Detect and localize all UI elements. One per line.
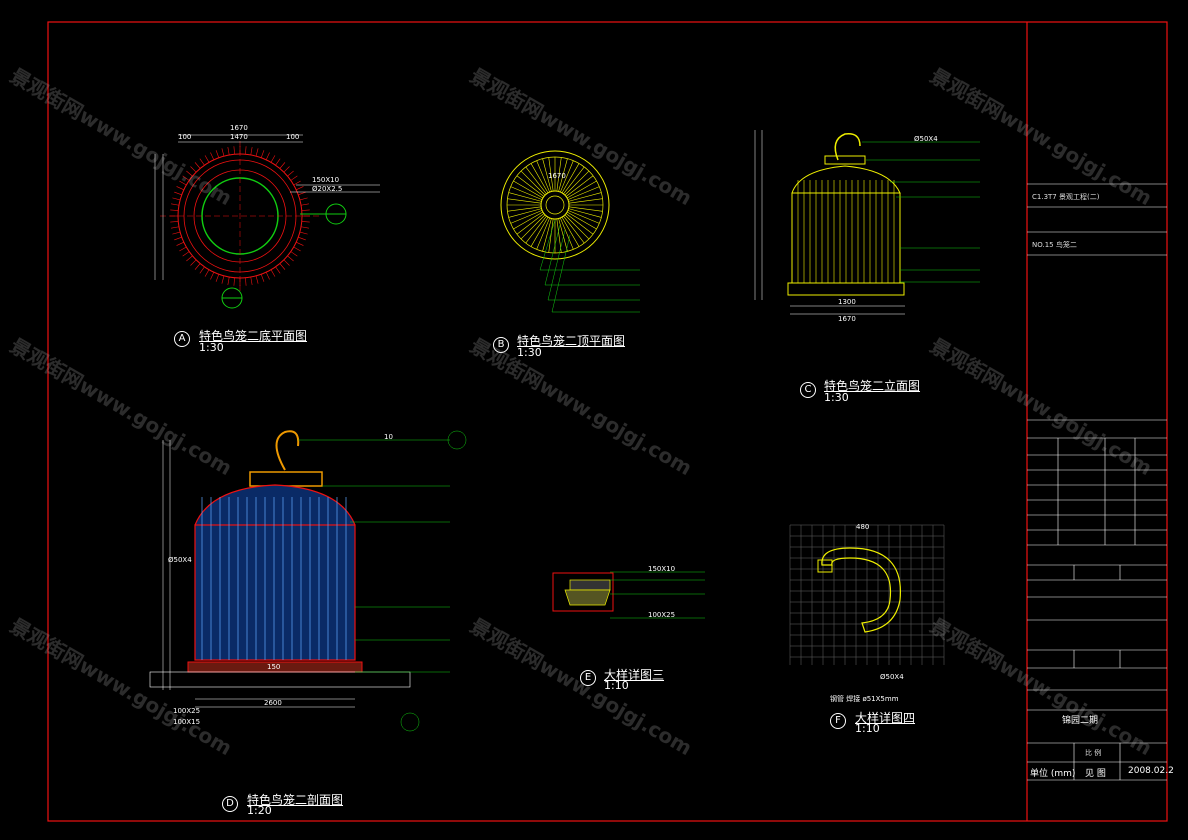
note-e-flat: 150X10 <box>648 565 676 573</box>
drawing-d-title: 特色鸟笼二剖面图 <box>247 793 344 807</box>
drawing-b-top-plan <box>500 150 610 260</box>
dim-a-left: 100 <box>178 133 192 141</box>
drawing-a-scale: 1:30 <box>199 341 224 354</box>
drawing-e-detail <box>552 572 614 612</box>
drawing-c-marker: C <box>800 382 816 398</box>
drawing-d-marker: D <box>222 796 238 812</box>
drawing-e-title: 大样详图三 <box>604 668 665 682</box>
note-a-flat: 150X10 <box>312 176 340 184</box>
note-f-pipe: 钢管 焊接 ø51X5mm <box>830 695 899 703</box>
tb-unit: 单位 (mm) <box>1030 769 1076 779</box>
drawing-b-scale: 1:30 <box>517 346 542 359</box>
drawing-c-scale: 1:30 <box>824 391 849 404</box>
dim-c-width: 1300 <box>838 298 856 306</box>
drawing-a-title: 特色鸟笼二底平面图 <box>199 329 308 343</box>
note-d-hook: 10 <box>384 433 393 441</box>
dim-c-total: 1670 <box>838 315 856 323</box>
drawing-border <box>47 21 1168 822</box>
drawing-f-title: 大样详图四 <box>855 711 916 725</box>
drawing-c-title: 特色鸟笼二立面图 <box>824 379 921 393</box>
dim-a-mid: 1470 <box>230 133 248 141</box>
dim-a-right: 100 <box>286 133 300 141</box>
note-d-2: 100X15 <box>173 718 201 726</box>
drawing-e-marker: E <box>580 670 596 686</box>
dim-d-height: Ø50X4 <box>168 556 192 564</box>
tb-sheet-name: NO.15 鸟笼二 <box>1032 241 1077 249</box>
drawing-b-marker: B <box>493 337 509 353</box>
drawing-e-scale: 1:10 <box>604 679 629 692</box>
note-c-hook: Ø50X4 <box>914 135 938 143</box>
drawing-a-plan <box>160 141 320 291</box>
tb-scale-value: 见 图 <box>1085 769 1106 779</box>
drawing-d-scale: 1:20 <box>247 804 272 817</box>
tb-drawing-title: 锦园二期 <box>1062 716 1099 726</box>
dim-d-inner: 150 <box>267 663 281 671</box>
dim-b-total: 1670 <box>548 172 566 180</box>
dim-a-total: 1670 <box>230 124 248 132</box>
drawing-a-marker: A <box>174 331 190 347</box>
note-e-base: 100X25 <box>648 611 676 619</box>
drawing-b-title: 特色鸟笼二顶平面图 <box>517 334 626 348</box>
note-a-tube: Ø20X2.5 <box>312 185 343 193</box>
drawing-f-marker: F <box>830 713 846 729</box>
note-f-tube: Ø50X4 <box>880 673 904 681</box>
tb-project: C1.3T7 景观工程(二) <box>1032 193 1100 201</box>
tb-date: 2008.02.2 <box>1128 766 1174 776</box>
drawing-f-scale: 1:10 <box>855 722 880 735</box>
tb-scale-label: 比 例 <box>1085 749 1102 757</box>
drawing-c-elevation <box>787 133 905 296</box>
title-block-grid <box>1027 183 1167 781</box>
dim-d-base: 2600 <box>264 699 282 707</box>
dim-f-width: 480 <box>856 523 870 531</box>
note-d-1: 100X25 <box>173 707 201 715</box>
drawing-f-detail <box>789 524 945 665</box>
drawing-d-section <box>149 430 411 688</box>
